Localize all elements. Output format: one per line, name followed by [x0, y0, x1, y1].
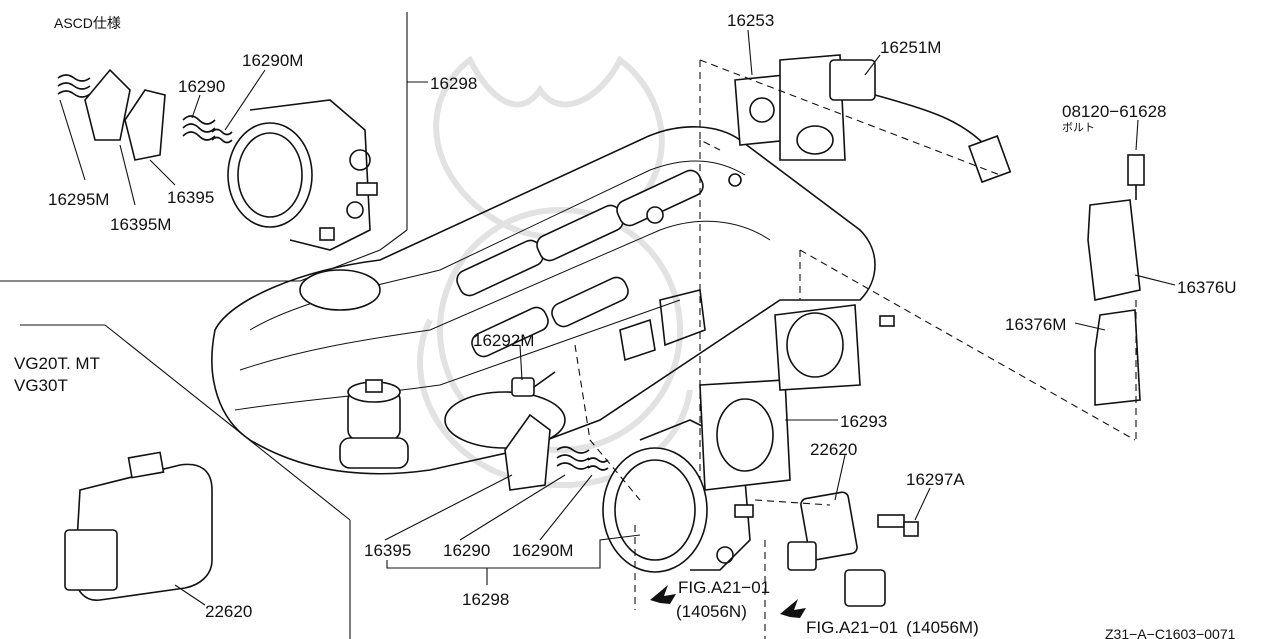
label-08120: 08120−61628 [1062, 102, 1166, 121]
label-variant-line2: VG30T [14, 376, 68, 395]
label-fig-b-ref: FIG.A21−01 [806, 618, 898, 637]
ascd-inset-frame [0, 12, 408, 282]
label-bolt: ボルト [1062, 121, 1095, 134]
bracket-16376u [1087, 154, 1145, 301]
label-16298-bottom: 16298 [462, 590, 509, 609]
pressure-regulator [339, 379, 409, 469]
label-fig-a-ref: FIG.A21−01 [678, 578, 770, 597]
label-22620-right: 22620 [810, 440, 857, 459]
label-variant-line1: VG20T. MT [14, 354, 100, 373]
valve-22620-right [787, 491, 905, 607]
label-16376m: 16376M [1005, 315, 1066, 334]
label-16293: 16293 [840, 412, 887, 431]
intake-manifold [211, 126, 876, 475]
label-16290-top: 16290 [178, 77, 225, 96]
pointer-arrow-icon [780, 599, 806, 618]
label-16395-top: 16395 [167, 188, 214, 207]
ascd-throttle-body [227, 99, 378, 251]
assembly-dashed-lines [574, 59, 1137, 639]
leader-lines [59, 29, 1176, 606]
label-drawing-code: Z31−A−C1603−0071 [1105, 626, 1236, 639]
pointer-arrow-icon [650, 585, 676, 604]
label-16290-bottom: 16290 [443, 541, 490, 560]
label-22620-left: 22620 [205, 602, 252, 621]
label-16290m-top: 16290M [242, 51, 303, 70]
label-16292m: 16292M [473, 331, 534, 350]
label-fig-a-part: (14056N) [676, 602, 747, 621]
label-fig-b-part: (14056M) [906, 618, 979, 637]
label-16290m-bottom: 16290M [512, 541, 573, 560]
label-16251m: 16251M [880, 38, 941, 57]
bracket-16376m [1094, 309, 1141, 406]
module-22620-left [64, 451, 213, 601]
spacer-plate [774, 304, 895, 391]
label-16395m: 16395M [110, 215, 171, 234]
throttle-body [602, 419, 754, 573]
label-16376u: 16376U [1177, 278, 1237, 297]
ascd-springs [57, 68, 233, 161]
sensor-16251m [779, 54, 1012, 184]
label-16298-top: 16298 [430, 74, 477, 93]
gasket-16293 [699, 379, 791, 491]
lower-springs [504, 371, 919, 537]
variant-inset-frame [20, 324, 351, 639]
label-16253: 16253 [727, 11, 774, 30]
label-16295m: 16295M [48, 190, 109, 209]
label-ascd: ASCD仕様 [54, 15, 121, 31]
label-16297a: 16297A [906, 470, 965, 489]
label-16395-bottom: 16395 [364, 541, 411, 560]
